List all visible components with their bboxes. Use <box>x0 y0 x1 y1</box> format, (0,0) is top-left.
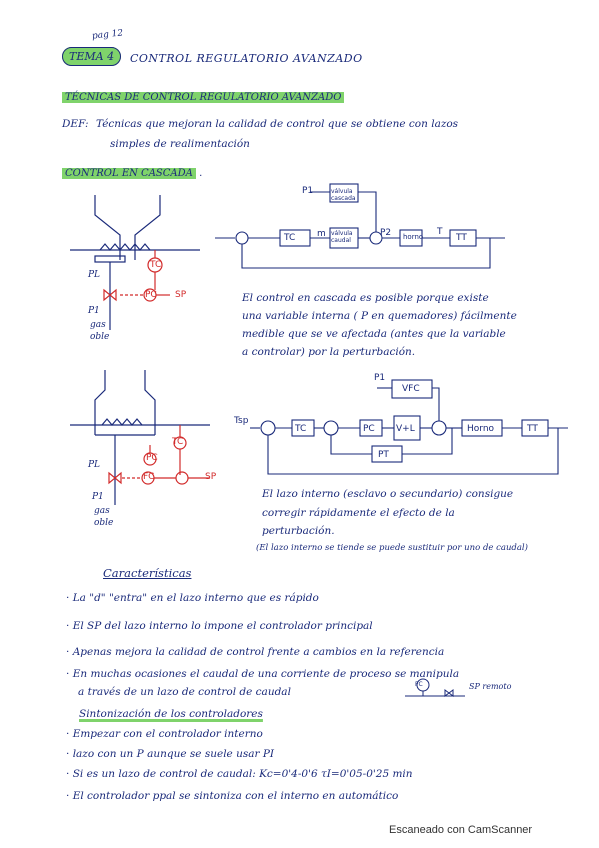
sintonizacion-heading-text: Sintonización de los controladores <box>79 708 263 720</box>
d1-tc: TC <box>150 260 162 270</box>
d2-tc: TC <box>172 437 184 447</box>
bd2-vfc: VFC <box>402 384 420 394</box>
text1-line2: una variable interna ( P en quemadores) … <box>242 310 517 322</box>
def-line1: Técnicas que mejoran la calidad de contr… <box>96 118 459 130</box>
bd1-tt: TT <box>456 233 467 243</box>
bd2-horno: Horno <box>467 424 495 434</box>
bd1-valvula-cascada: válvula cascada <box>331 188 356 202</box>
carac-bullet-2: · El SP del lazo interno lo impone el co… <box>66 620 373 632</box>
sint-item-4: El controlador ppal se sintoniza con el … <box>72 790 399 802</box>
sint-bullet-4: · El controlador ppal se sintoniza con e… <box>66 790 399 802</box>
page-number: pag 12 <box>91 28 124 42</box>
caracteristicas-heading: Características <box>103 566 192 580</box>
carac-item-4: En muchas ocasiones el caudal de una cor… <box>72 668 460 680</box>
section2-heading-text: CONTROL EN CASCADA <box>62 168 196 179</box>
d1-p1: P1 <box>88 306 100 316</box>
d2-p1: P1 <box>92 492 104 502</box>
d1-gas: gas <box>90 320 106 330</box>
bd1-p2: P2 <box>380 228 392 238</box>
bd1-valvula-caudal: válvula caudal <box>331 230 353 244</box>
bd2-pt: PT <box>378 450 389 460</box>
bd2-p1: P1 <box>374 373 386 383</box>
carac-bullet-4: · En muchas ocasiones el caudal de una c… <box>66 668 460 680</box>
sint-bullet-2: · lazo con un P aunque se suele usar PI <box>66 748 275 760</box>
sint-item-2: lazo con un P aunque se suele usar PI <box>72 748 275 760</box>
bd2-tt: TT <box>527 424 538 434</box>
carac-item-3: Apenas mejora la calidad de control fren… <box>72 646 445 658</box>
sint-item-1: Empezar con el controlador interno <box>72 728 263 740</box>
d1-pc: PC <box>145 290 157 300</box>
text2-line3: perturbación. <box>262 525 335 537</box>
page-title: CONTROL REGULATORIO AVANZADO <box>130 52 363 65</box>
bd2-tsp: Tsp <box>234 416 249 426</box>
def-line2: simples de realimentación <box>110 138 250 150</box>
section1-heading-text: TÉCNICAS DE CONTROL REGULATORIO AVANZADO <box>62 92 345 103</box>
text1-line3: medible que se ve afectada (antes que la… <box>242 328 506 340</box>
d2-pc: PC <box>146 453 158 463</box>
bd2-pc: PC <box>363 424 375 434</box>
section1-heading: TÉCNICAS DE CONTROL REGULATORIO AVANZADO <box>62 92 345 103</box>
tema-label: TEMA 4 <box>62 47 122 66</box>
sp-remoto-label: SP remoto <box>469 682 512 691</box>
text1-line4: a controlar) por la perturbación. <box>242 346 416 358</box>
bd1-m: m <box>317 229 326 239</box>
carac-item-2: El SP del lazo interno lo impone el cont… <box>72 620 373 632</box>
bd2-v: V+L <box>396 424 415 434</box>
sintonizacion-heading: Sintonización de los controladores <box>76 708 266 720</box>
bd1-tc: TC <box>284 233 296 243</box>
d2-oble: oble <box>94 518 114 528</box>
furnace-diagram-1 <box>70 195 200 330</box>
bd1-t: T <box>437 227 443 237</box>
d2-pl: PL <box>88 460 101 470</box>
section2-heading: CONTROL EN CASCADA . <box>62 168 202 179</box>
block-diagram-2 <box>250 379 568 475</box>
fc-mini-label: FC <box>415 681 423 688</box>
furnace-diagram-2 <box>70 370 210 505</box>
d2-fc: FC <box>143 472 155 482</box>
d1-oble: oble <box>90 332 110 342</box>
bd1-p1: P1 <box>302 186 314 196</box>
text2-line1: El lazo interno (esclavo o secundario) c… <box>262 488 514 500</box>
carac-bullet-3: · Apenas mejora la calidad de control fr… <box>66 646 445 658</box>
carac-bullet-1: · La "d" "entra" en el lazo interno que … <box>66 592 319 604</box>
block-diagram-1 <box>215 183 505 269</box>
sint-bullet-1: · Empezar con el controlador interno <box>66 728 263 740</box>
carac-item-5: a través de un lazo de control de caudal <box>78 686 291 698</box>
bd1-horno: horno <box>403 233 424 241</box>
def-label: DEF: <box>62 118 89 130</box>
bd2-tc: TC <box>295 424 307 434</box>
sint-bullet-3: · Si es un lazo de control de caudal: Kc… <box>66 768 413 780</box>
tema-badge: TEMA 4 <box>62 47 122 66</box>
text2-line2: corregir rápidamente el efecto de la <box>262 507 455 519</box>
camscanner-footer: Escaneado con CamScanner <box>389 824 533 836</box>
text1-line1: El control en cascada es posible porque … <box>242 292 489 304</box>
text2-line4: (El lazo interno se tiende se puede sust… <box>256 543 528 553</box>
sint-item-3: Si es un lazo de control de caudal: Kc=0… <box>72 768 413 780</box>
fc-mini-diagram <box>405 678 465 697</box>
carac-item-1: La "d" "entra" en el lazo interno que es… <box>72 592 319 604</box>
d2-sp: SP <box>205 472 217 482</box>
d1-pl: PL <box>88 270 101 280</box>
d2-gas: gas <box>94 506 110 516</box>
d1-sp: SP <box>175 290 187 300</box>
